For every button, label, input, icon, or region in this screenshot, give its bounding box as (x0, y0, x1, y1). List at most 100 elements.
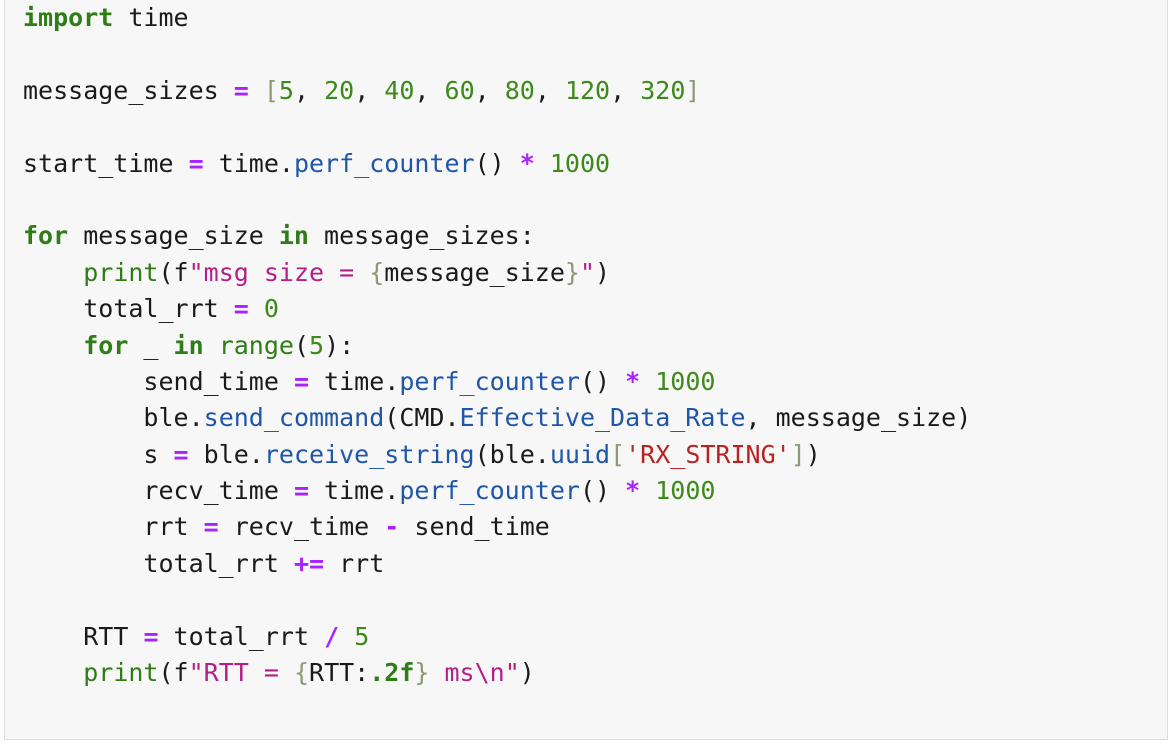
code-line: recv_time = time.perf_counter() * 1000 (23, 473, 971, 509)
identifier: message_size (384, 257, 565, 287)
space (535, 149, 550, 178)
code-line: print(f"msg size = {message_size}") (23, 255, 971, 291)
bracket: ] (685, 75, 701, 105)
format-spec: .2f (369, 658, 415, 688)
identifier: _ (128, 330, 174, 360)
blank-line (23, 36, 971, 72)
identifier: RTT (83, 621, 144, 651)
blank-line (23, 109, 971, 145)
identifier: message_size (68, 221, 279, 251)
code-line: for _ in range(5): (23, 328, 971, 364)
operator: += (293, 548, 325, 578)
number: 40 (384, 75, 415, 105)
punct: , (293, 75, 325, 105)
identifier: rrt (324, 548, 385, 578)
identifier: total_rrt (158, 621, 325, 651)
identifier: , message_size) (745, 403, 972, 433)
punct: ) (595, 257, 611, 287)
space (204, 331, 219, 360)
indent (23, 294, 83, 323)
indent (23, 440, 143, 469)
string: " (579, 257, 596, 287)
identifier: s (143, 439, 174, 469)
number: 1000 (655, 476, 716, 506)
punct: (ble. (474, 439, 550, 469)
number: 120 (564, 75, 611, 105)
code-cell[interactable]: import time message_sizes = [5, 20, 40, 6… (4, 0, 1168, 740)
indent (23, 512, 143, 541)
space (339, 622, 354, 651)
number: 5 (278, 75, 294, 105)
punct: , (534, 75, 565, 105)
space (249, 294, 264, 323)
identifier: total_rrt (83, 294, 234, 324)
identifier: message_sizes: (308, 221, 535, 251)
indent (23, 476, 143, 505)
code-line: RTT = total_rrt / 5 (23, 619, 971, 655)
string: ms\n" (429, 658, 520, 688)
identifier: rrt (143, 512, 204, 542)
code-line: print(f"RTT = {RTT:.2f} ms\n") (23, 655, 971, 691)
indent (23, 367, 143, 396)
code-line: total_rrt += rrt (23, 546, 971, 582)
code-line: ble.send_command(CMD.Effective_Data_Rate… (23, 400, 971, 436)
operator: = (233, 294, 249, 324)
indent (23, 549, 143, 578)
space (249, 76, 264, 105)
function-name: receive_string (263, 439, 475, 469)
identifier: time. (203, 148, 294, 178)
builtin-function: range (218, 330, 294, 360)
space (640, 367, 655, 396)
bracket: [ (263, 75, 279, 105)
function-name: perf_counter (399, 476, 580, 506)
identifier: recv_time (218, 512, 385, 542)
punct: () (579, 476, 626, 506)
string: "msg size = (188, 257, 370, 287)
builtin-function: print (83, 257, 159, 287)
code-line: message_sizes = [5, 20, 40, 60, 80, 120,… (23, 73, 971, 109)
bracket: } (414, 658, 430, 688)
number: 1000 (549, 148, 611, 178)
indent (23, 622, 83, 651)
punct: , (414, 75, 445, 105)
punct: ): (324, 330, 355, 360)
number: 1000 (655, 366, 716, 396)
identifier: start_time (23, 148, 189, 178)
indent (23, 403, 143, 432)
attribute-name: uuid (549, 439, 611, 469)
identifier: send_time (143, 366, 294, 396)
string: 'RX_STRING' (625, 439, 791, 469)
space (640, 476, 655, 505)
bracket: [ (610, 439, 626, 469)
punct: () (579, 366, 626, 396)
identifier: ble. (143, 403, 204, 433)
keyword: for (23, 221, 69, 251)
identifier: ble. (188, 439, 264, 469)
function-name: perf_counter (293, 148, 475, 178)
number: 0 (263, 294, 279, 324)
blank-line (23, 582, 971, 618)
punct: , (354, 75, 385, 105)
operator: = (293, 366, 309, 396)
indent (23, 258, 83, 287)
code-line: total_rrt = 0 (23, 291, 971, 327)
operator: * (519, 148, 535, 178)
identifier: send_time (399, 512, 550, 542)
code-line: start_time = time.perf_counter() * 1000 (23, 146, 971, 182)
bracket: } (564, 257, 580, 287)
code-line: import time (23, 0, 971, 36)
operator: = (143, 621, 159, 651)
bracket: { (369, 257, 385, 287)
punct: (CMD. (384, 403, 460, 433)
indent (23, 658, 83, 687)
operator: = (233, 75, 249, 105)
punct: ) (805, 439, 821, 469)
number: 80 (504, 75, 535, 105)
identifier: time. (309, 366, 400, 396)
operator: = (293, 476, 309, 506)
punct: (f (158, 658, 189, 688)
punct: ( (293, 330, 310, 360)
punct: , (610, 75, 641, 105)
number: 60 (444, 75, 475, 105)
operator: - (384, 512, 400, 542)
